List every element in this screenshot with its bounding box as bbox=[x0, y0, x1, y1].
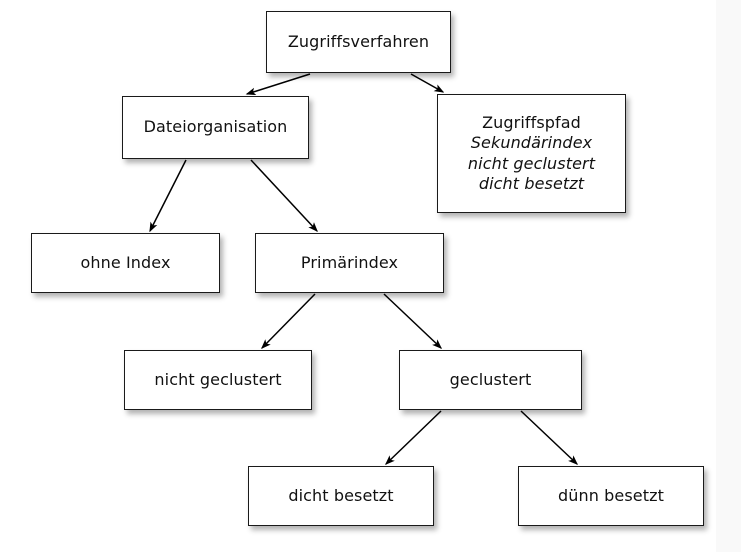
node-label-geclustert: geclustert bbox=[400, 370, 581, 390]
node-label-line: Primärindex bbox=[300, 252, 399, 272]
node-zugriffsverfahren[interactable]: Zugriffsverfahren bbox=[266, 11, 451, 73]
node-label-dicht-besetzt: dicht besetzt bbox=[249, 486, 433, 506]
node-label-zugriffsverfahren: Zugriffsverfahren bbox=[267, 32, 450, 52]
edge-zugriffsverfahren-zugriffspfad bbox=[410, 73, 445, 93]
node-label-line: Dateiorganisation bbox=[143, 117, 288, 137]
node-label-ohne-index: ohne Index bbox=[32, 253, 219, 273]
edge-geclustert-duenn-besetzt bbox=[520, 410, 579, 465]
page-right-margin-strip bbox=[716, 0, 741, 552]
node-label-line: nicht geclustert bbox=[154, 369, 282, 389]
node-label-line: Sekundärindex bbox=[470, 133, 593, 153]
node-label-nicht-geclustert: nicht geclustert bbox=[125, 370, 311, 390]
node-label-line: dicht besetzt bbox=[478, 173, 585, 193]
node-dicht-besetzt[interactable]: dicht besetzt bbox=[248, 466, 434, 526]
node-label-line: dünn besetzt bbox=[558, 485, 664, 505]
node-label-dateiorganisation: Dateiorganisation bbox=[123, 117, 308, 137]
node-label-line: Zugriffspfad bbox=[482, 112, 581, 132]
node-label-line: ohne Index bbox=[80, 252, 171, 272]
edge-dateiorganisation-primaerindex bbox=[250, 159, 318, 233]
edge-dateiorganisation-ohne-index bbox=[149, 159, 187, 233]
node-dateiorganisation[interactable]: Dateiorganisation bbox=[122, 96, 309, 159]
edge-primaerindex-geclustert bbox=[383, 293, 443, 349]
node-label-line: dicht besetzt bbox=[288, 485, 394, 505]
node-geclustert[interactable]: geclustert bbox=[399, 350, 582, 410]
node-nicht-geclustert[interactable]: nicht geclustert bbox=[124, 350, 312, 410]
node-primaerindex[interactable]: Primärindex bbox=[255, 233, 444, 293]
node-label-primaerindex: Primärindex bbox=[256, 253, 443, 273]
edge-geclustert-dicht-besetzt bbox=[384, 410, 442, 465]
node-label-line: geclustert bbox=[449, 369, 532, 389]
node-ohne-index[interactable]: ohne Index bbox=[31, 233, 220, 293]
edge-zugriffsverfahren-dateiorganisation bbox=[245, 73, 311, 96]
node-duenn-besetzt[interactable]: dünn besetzt bbox=[518, 466, 704, 526]
node-label-duenn-besetzt: dünn besetzt bbox=[519, 486, 703, 506]
node-label-line: Zugriffsverfahren bbox=[287, 31, 430, 51]
node-label-line: nicht geclustert bbox=[467, 153, 596, 173]
edge-primaerindex-nicht-geclustert bbox=[261, 293, 316, 349]
